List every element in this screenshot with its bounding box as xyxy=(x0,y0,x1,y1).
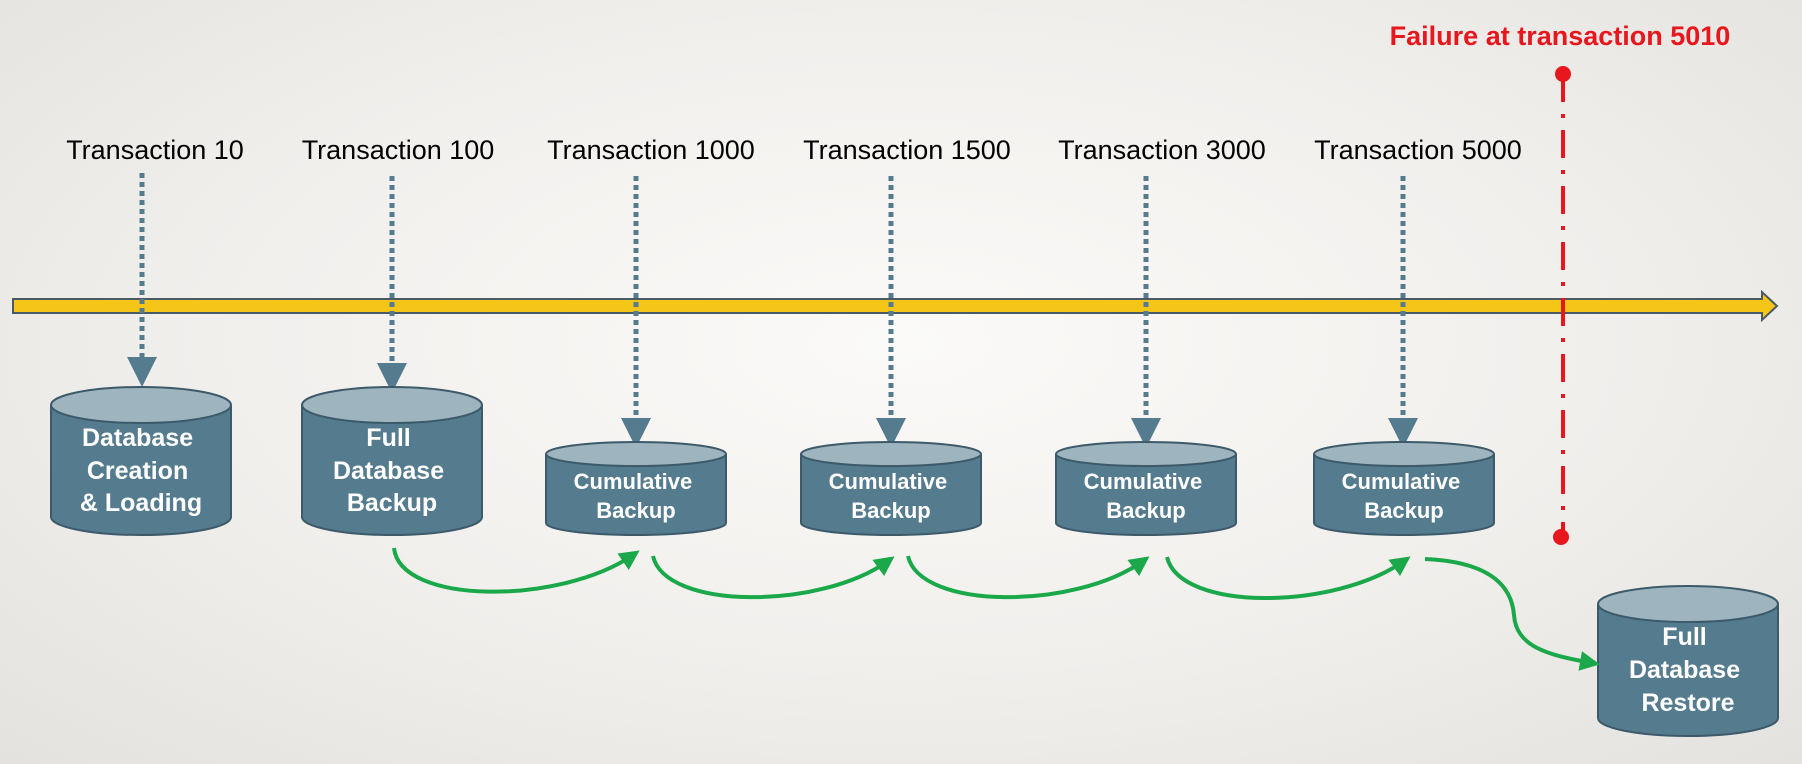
cylinder-label: & Loading xyxy=(80,489,202,517)
svg-text:Cumulative Backup: Cumulative Backup xyxy=(1084,469,1209,523)
transaction-label: Transaction 1500 xyxy=(803,135,1011,165)
cylinder-label: Backup xyxy=(1364,498,1443,523)
database-creation-cylinder: Database Creation & Loading xyxy=(50,386,232,536)
failure-label: Failure at transaction 5010 xyxy=(1390,21,1731,51)
cylinder-label: Cumulative xyxy=(1084,469,1203,494)
svg-text:Full Database Rest: Full Database Restore xyxy=(1629,623,1747,717)
restore-chain-arrows xyxy=(392,547,1600,671)
chain-arrow xyxy=(392,547,640,594)
transaction-labels: Transaction 10 Transaction 100 Transacti… xyxy=(66,135,1522,165)
cylinder-label: Backup xyxy=(851,498,930,523)
cumulative-backup-cylinder: Cumulative Backup xyxy=(800,441,982,536)
timeline-arrow xyxy=(12,289,1779,323)
cumulative-backup-cylinder: Cumulative Backup xyxy=(1313,441,1495,536)
chain-arrow xyxy=(906,555,1150,600)
cylinder-label: Cumulative xyxy=(574,469,693,494)
failure-end-dot xyxy=(1553,529,1569,545)
cylinder-label: Database xyxy=(333,457,444,485)
cylinder-label: Backup xyxy=(1106,498,1185,523)
transaction-label: Transaction 10 xyxy=(66,135,244,165)
transaction-label: Transaction 1000 xyxy=(547,135,755,165)
svg-text:Full Database Back: Full Database Backup xyxy=(333,424,451,517)
full-backup-cylinder: Full Database Backup xyxy=(301,386,483,536)
cumulative-backup-cylinder: Cumulative Backup xyxy=(545,441,727,536)
cylinder-label: Full xyxy=(1662,623,1706,651)
cylinder-label: Backup xyxy=(596,498,675,523)
transaction-label: Transaction 100 xyxy=(302,135,495,165)
full-database-restore-cylinder: Full Database Restore xyxy=(1597,585,1779,737)
transaction-pointers xyxy=(127,173,1418,448)
transaction-label: Transaction 3000 xyxy=(1058,135,1266,165)
cylinder-label: Cumulative xyxy=(1342,469,1461,494)
svg-text:Cumulative Backup: Cumulative Backup xyxy=(574,469,699,523)
cylinder-label: Full xyxy=(366,424,410,452)
cylinder-label: Backup xyxy=(347,489,437,517)
cylinder-label: Cumulative xyxy=(829,469,948,494)
svg-text:Database Creation: Database Creation & Loading xyxy=(80,424,202,517)
cylinder-label: Database xyxy=(1629,656,1740,684)
chain-arrow xyxy=(651,555,895,600)
cylinder-label: Restore xyxy=(1641,689,1734,717)
transaction-label: Transaction 5000 xyxy=(1314,135,1522,165)
cylinder-label: Creation xyxy=(87,457,188,485)
svg-text:Cumulative Backup: Cumulative Backup xyxy=(829,469,954,523)
svg-text:Cumulative Backup: Cumulative Backup xyxy=(1342,469,1467,523)
cylinder-label: Database xyxy=(82,424,193,452)
chain-arrow-to-restore xyxy=(1424,557,1600,671)
chain-arrow xyxy=(1165,556,1411,600)
cumulative-backup-cylinder: Cumulative Backup xyxy=(1055,441,1237,536)
failure-marker xyxy=(1553,66,1571,545)
failure-start-dot xyxy=(1555,66,1571,82)
